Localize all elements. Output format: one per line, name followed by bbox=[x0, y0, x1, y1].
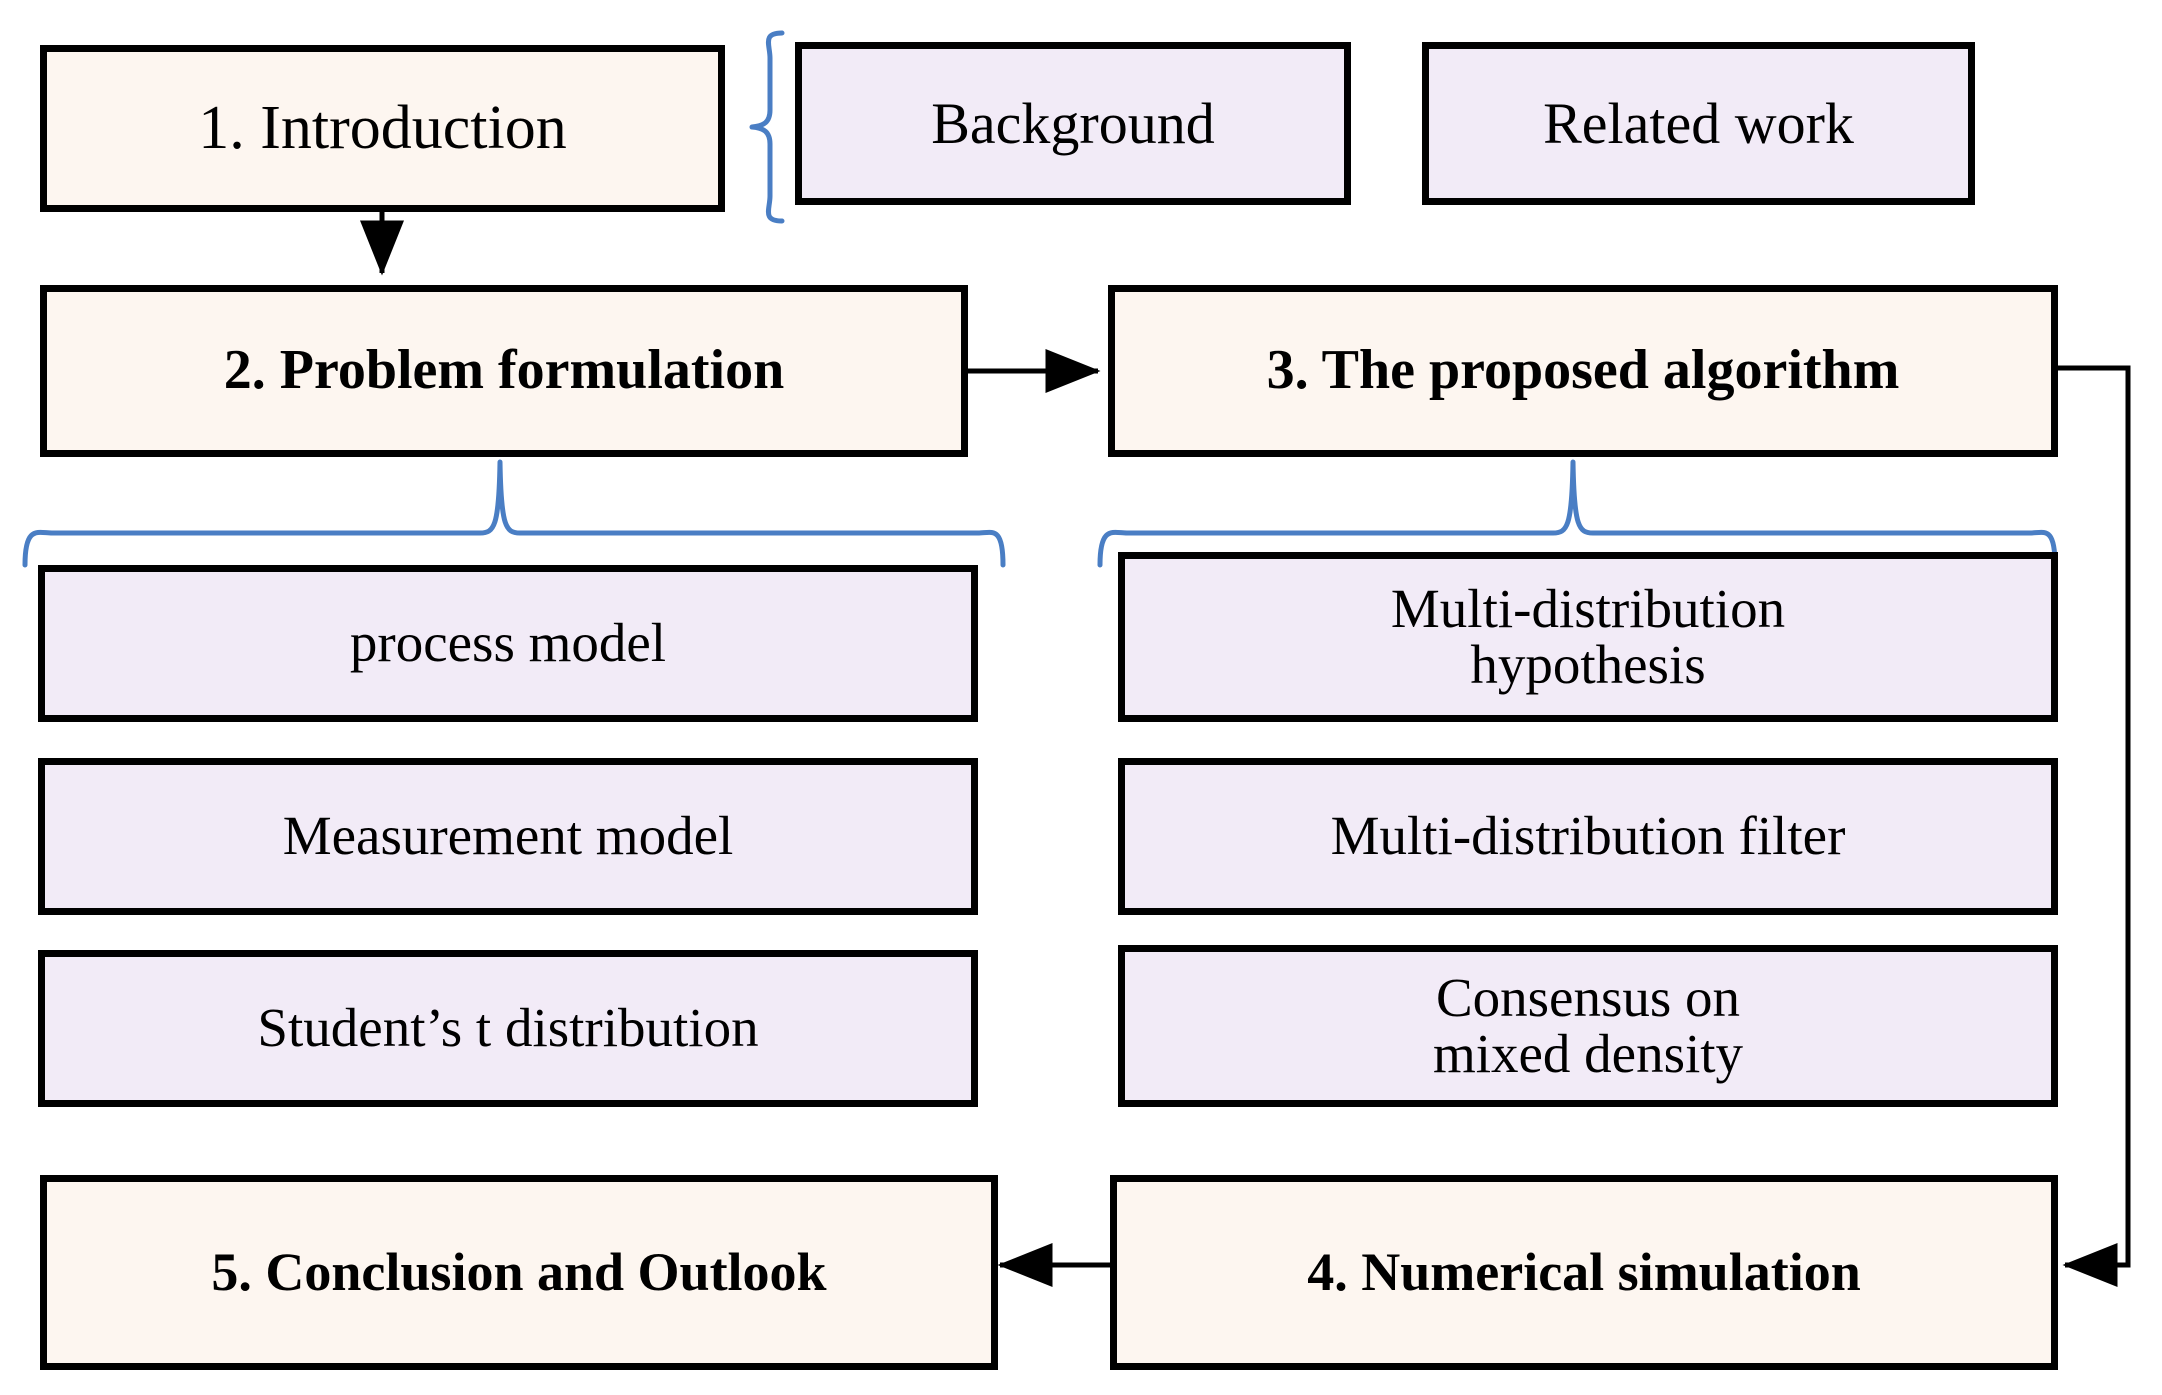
node-process-model[interactable]: process model bbox=[38, 565, 978, 722]
node-numerical-simulation-label: 4. Numerical simulation bbox=[1307, 1241, 1861, 1302]
node-background[interactable]: Background bbox=[795, 42, 1351, 205]
node-problem-formulation[interactable]: 2. Problem formulation bbox=[40, 285, 968, 457]
node-students-t-distribution-label: Student’s t distribution bbox=[257, 997, 759, 1059]
node-proposed-algorithm-label: 3. The proposed algorithm bbox=[1266, 339, 1900, 402]
node-process-model-label: process model bbox=[349, 612, 667, 674]
node-multi-distribution-filter-label: Multi-distribution filter bbox=[1330, 805, 1846, 867]
node-students-t-distribution[interactable]: Student’s t distribution bbox=[38, 950, 978, 1107]
node-conclusion-and-outlook-label: 5. Conclusion and Outlook bbox=[211, 1241, 827, 1302]
node-numerical-simulation[interactable]: 4. Numerical simulation bbox=[1110, 1175, 2058, 1370]
brace-problem-formulation-to-left-subsections bbox=[22, 459, 1006, 568]
node-measurement-model-label: Measurement model bbox=[282, 805, 734, 867]
brace-proposed-algorithm-to-right-subsections bbox=[1097, 459, 2058, 568]
arrow-proposed-algorithm-to-numerical-simulation bbox=[2056, 365, 2131, 1287]
node-multi-distribution-hypothesis[interactable]: Multi-distribution hypothesis bbox=[1118, 552, 2058, 722]
brace-introduction-to-background bbox=[749, 30, 785, 224]
node-proposed-algorithm[interactable]: 3. The proposed algorithm bbox=[1108, 285, 2058, 457]
node-multi-distribution-filter[interactable]: Multi-distribution filter bbox=[1118, 758, 2058, 915]
node-measurement-model[interactable]: Measurement model bbox=[38, 758, 978, 915]
node-consensus-on-mixed-density[interactable]: Consensus on mixed density bbox=[1118, 945, 2058, 1107]
node-multi-distribution-hypothesis-label: Multi-distribution hypothesis bbox=[1390, 577, 1786, 695]
node-introduction-label: 1. Introduction bbox=[198, 93, 567, 162]
node-related-work[interactable]: Related work bbox=[1422, 42, 1975, 205]
node-consensus-on-mixed-density-label: Consensus on mixed density bbox=[1432, 966, 1744, 1084]
node-introduction[interactable]: 1. Introduction bbox=[40, 45, 725, 212]
node-problem-formulation-label: 2. Problem formulation bbox=[223, 339, 785, 402]
node-related-work-label: Related work bbox=[1543, 90, 1854, 156]
node-conclusion-and-outlook[interactable]: 5. Conclusion and Outlook bbox=[40, 1175, 998, 1370]
node-background-label: Background bbox=[931, 90, 1215, 156]
